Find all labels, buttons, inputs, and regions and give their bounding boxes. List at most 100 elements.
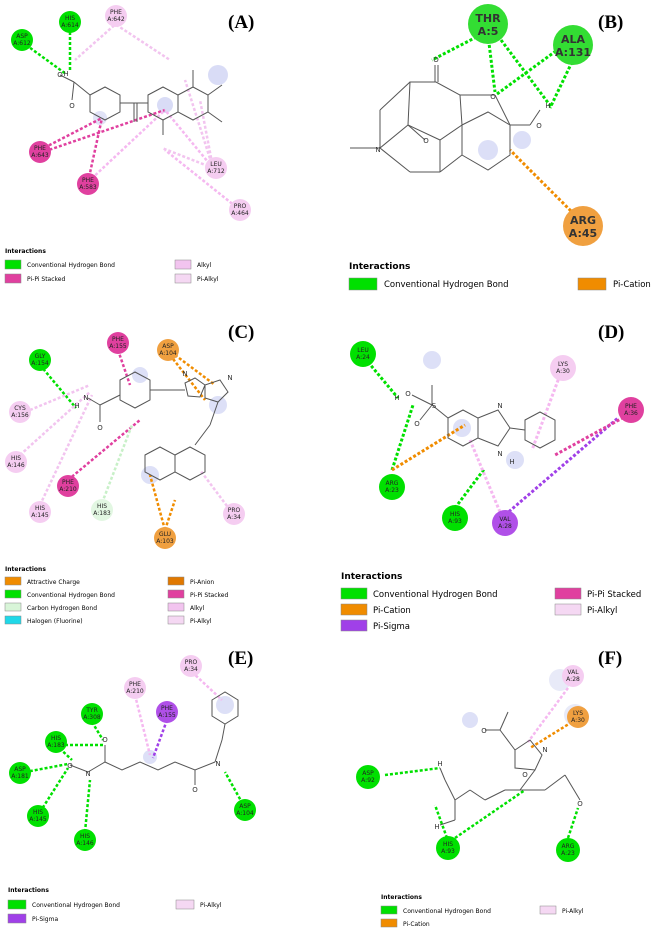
oxygen-atom: O	[192, 786, 198, 794]
svg-text:A:36: A:36	[624, 410, 638, 417]
residue-node: CYS A:156	[9, 401, 31, 423]
hydrogen-atom: H	[509, 458, 514, 466]
residue-node: PRO A:464	[229, 199, 251, 221]
oxygen-atom: O	[433, 56, 439, 64]
svg-text:ASP: ASP	[362, 770, 374, 777]
svg-text:A:45: A:45	[569, 227, 597, 240]
residue-node: TYR A:308	[81, 703, 103, 725]
legend-item: Pi-Pi Stacked	[190, 592, 228, 599]
sulfur-atom: S	[432, 402, 437, 410]
legend-title: Interactions	[349, 262, 410, 272]
h-bond-line	[433, 804, 449, 839]
pi-cation-line	[508, 148, 580, 220]
legend-item: Pi-Pi Stacked	[27, 276, 65, 283]
ligand-f: O N O H H O	[434, 711, 583, 831]
nitrogen-atom: N	[375, 146, 380, 154]
oxygen-atom: O	[414, 420, 420, 428]
svg-text:A:583: A:583	[79, 184, 97, 191]
svg-text:A:155: A:155	[158, 712, 176, 719]
residue-node: HIS A:93	[442, 505, 468, 531]
svg-text:PRO: PRO	[234, 203, 247, 210]
pi-pi-line	[39, 116, 103, 152]
imidazole-ring	[477, 409, 511, 447]
ligand-c: N H O N N	[74, 370, 233, 481]
pyrazole-ring	[184, 377, 206, 398]
svg-text:A:34: A:34	[227, 514, 241, 521]
svg-text:A:183: A:183	[93, 510, 111, 517]
svg-text:A:93: A:93	[441, 848, 455, 855]
h-bond-line	[366, 361, 400, 399]
benzene-ring	[89, 86, 121, 121]
svg-text:A:103: A:103	[156, 538, 174, 545]
svg-text:VAL: VAL	[567, 669, 579, 676]
ligand-b: O O O H N O	[350, 56, 551, 173]
pi-cation-line	[163, 499, 177, 531]
legend-item: Conventional Hydrogen Bond	[384, 280, 509, 290]
legend-item: Pi-Cation	[373, 606, 411, 616]
svg-text:A:34: A:34	[184, 666, 198, 673]
svg-text:A:155: A:155	[109, 343, 127, 350]
pi-alkyl-line	[526, 687, 570, 743]
svg-text:THR: THR	[475, 12, 501, 25]
oxygen-atom: O	[423, 137, 429, 145]
legend-item: Halogen (Fluorine)	[27, 618, 83, 625]
oxygen-atom: O	[522, 771, 528, 779]
svg-text:A:210: A:210	[59, 486, 77, 493]
hydrogen-atom: H	[437, 760, 442, 768]
svg-text:LYS: LYS	[558, 361, 568, 368]
svg-text:TYR: TYR	[85, 707, 98, 714]
alkyl-line	[161, 146, 214, 170]
panel-a: (A)	[4, 5, 254, 284]
residue-node: HIS A:183	[91, 499, 113, 521]
pi-cation-line	[174, 354, 216, 386]
svg-text:A:145: A:145	[29, 816, 47, 823]
benzene-ring	[524, 411, 556, 449]
svg-text:HIS: HIS	[80, 833, 90, 840]
pi-sigma-line	[151, 719, 169, 759]
hydrogen-atom: H	[63, 70, 68, 78]
svg-text:A:183: A:183	[47, 742, 65, 749]
svg-text:GLU: GLU	[159, 531, 171, 538]
svg-text:ARG: ARG	[570, 214, 596, 227]
pi-alkyl-line	[133, 694, 152, 756]
residue-node: PHE A:155	[107, 332, 129, 354]
oxygen-atom: O	[69, 102, 75, 110]
panel-b: (B) O	[348, 4, 651, 291]
legend-c: Interactions Attractive Charge Conventio…	[4, 566, 228, 625]
pi-alkyl-line	[530, 374, 562, 451]
h-bond-line	[453, 467, 487, 509]
residue-node: ASP A:104	[157, 339, 179, 361]
ring-glow	[157, 97, 173, 113]
legend-title: Interactions	[381, 894, 422, 901]
pi-cation-line	[148, 474, 167, 531]
svg-text:PHE: PHE	[34, 145, 46, 152]
legend-title: Interactions	[8, 887, 49, 894]
h-bond-line	[548, 61, 574, 109]
legend-item: Conventional Hydrogen Bond	[373, 590, 498, 600]
ring-glow	[208, 65, 228, 85]
panel-d-label: (D)	[598, 322, 624, 343]
svg-text:ASP: ASP	[162, 343, 174, 350]
residue-node: PHE A:155	[156, 701, 178, 723]
residue-node: ALA A:131	[553, 25, 593, 65]
panel-f-label: (F)	[598, 648, 622, 669]
pi-pi-line	[86, 117, 104, 183]
legend-item: Pi-Cation	[403, 921, 430, 928]
legend-title: Interactions	[5, 248, 46, 255]
panel-f: (F) O	[356, 648, 622, 928]
svg-text:HIS: HIS	[443, 841, 453, 848]
alkyl-line	[19, 391, 91, 456]
svg-text:HIS: HIS	[51, 735, 61, 742]
svg-text:HIS: HIS	[11, 455, 21, 462]
pi-alkyl-line	[87, 109, 166, 183]
nitrogen-atom: N	[227, 374, 232, 382]
pi-alkyl-line	[164, 109, 214, 169]
alkyl-line	[74, 21, 119, 61]
panel-c: (C)	[4, 322, 254, 625]
svg-text:PRO: PRO	[185, 659, 198, 666]
nitrogen-atom: N	[497, 402, 502, 410]
svg-text:PHE: PHE	[82, 177, 94, 184]
oxygen-atom: O	[405, 390, 411, 398]
svg-text:A:642: A:642	[107, 16, 125, 23]
svg-text:ASP: ASP	[14, 766, 26, 773]
